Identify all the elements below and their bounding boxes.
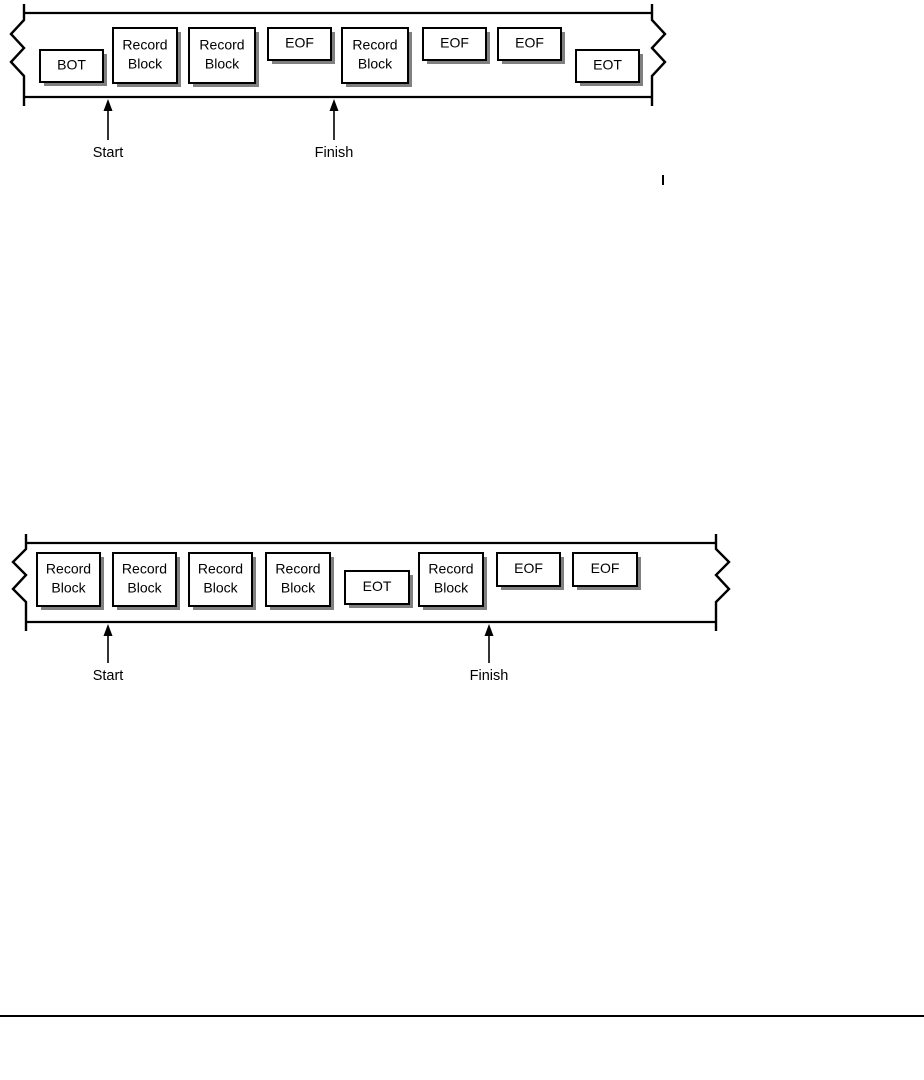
tape-block-label: Block [434, 580, 469, 596]
tape-position-pointer: Start [93, 624, 124, 684]
tape-block-label: Block [128, 56, 163, 72]
tape-block-label: EOT [593, 57, 622, 73]
tape-block-label: EOF [514, 560, 543, 576]
pointer-arrowhead-icon [329, 99, 339, 111]
tape-block-label: EOF [515, 35, 544, 51]
tape-block-label: BOT [57, 57, 86, 73]
tape-block: EOF [497, 27, 565, 64]
pointer-arrowhead-icon [103, 624, 113, 636]
tape-block-label: EOF [440, 35, 469, 51]
tape-block: EOF [422, 27, 490, 64]
tape-break-left-icon [9, 4, 26, 106]
tape-block-label: Record [352, 37, 397, 53]
tape-block-outline [575, 49, 640, 83]
pointer-label: Start [93, 145, 124, 161]
tape-position-pointer: Start [93, 99, 124, 161]
tape-block-outline [497, 27, 562, 61]
tape-block: BOT [39, 49, 107, 86]
tape-break-right-icon [714, 534, 731, 631]
tape-block-label: Record [199, 37, 244, 53]
tape-block-label: Block [127, 580, 162, 596]
tape-block-outline [188, 552, 253, 607]
tape-block-outline [267, 27, 332, 61]
tape-block-outline [572, 552, 638, 587]
pointer-arrowhead-icon [484, 624, 494, 636]
tape-block-outline [496, 552, 561, 587]
pointer-arrowhead-icon [103, 99, 113, 111]
tape-block: EOF [572, 552, 641, 590]
tape-block: EOF [496, 552, 564, 590]
tape-block-outline [36, 552, 101, 607]
tape-block-outline [265, 552, 331, 607]
tape-block-label: Block [358, 56, 393, 72]
pointer-label: Finish [315, 145, 354, 161]
tape-block-outline [112, 27, 178, 84]
tape-block: EOT [575, 49, 643, 86]
tape-block-label: EOF [285, 35, 314, 51]
tape-block-outline [418, 552, 484, 607]
tape-pointers-bottom: Start Finish [93, 624, 509, 684]
tape-block-outline [39, 49, 104, 83]
tape-block-label: Block [205, 56, 240, 72]
tape-break-left-icon [11, 534, 28, 631]
pointer-label: Start [93, 668, 124, 684]
tape-position-pointer: Finish [470, 624, 509, 684]
tape-block-label: Block [281, 580, 316, 596]
tape-block-label: Block [203, 580, 238, 596]
tape-block-outline [422, 27, 487, 61]
tape-block-label: Record [275, 561, 320, 577]
tape-break-right-icon [650, 4, 667, 106]
tape-block-outline [344, 570, 410, 605]
tape-block: EOT [344, 570, 413, 608]
tape-block-outline [112, 552, 177, 607]
tape-block-label: EOF [591, 560, 620, 576]
tape-block-label: Record [46, 561, 91, 577]
tape-block-label: EOT [363, 578, 392, 594]
tape-pointers-top: Start Finish [93, 99, 354, 161]
tape-block-label: Record [122, 561, 167, 577]
tape-block-label: Record [122, 37, 167, 53]
footer-divider [0, 1015, 924, 1017]
tape-block-outline [341, 27, 409, 84]
tape-block-label: Record [428, 561, 473, 577]
tape-block-label: Record [198, 561, 243, 577]
tape-block-label: Block [51, 580, 86, 596]
pointer-label: Finish [470, 668, 509, 684]
tape-body-bottom [11, 534, 731, 631]
tape-body-top [9, 4, 667, 106]
tape-block: EOF [267, 27, 335, 64]
tape-blocks-bottom: RecordBlockRecordBlockRecordBlockRecordB… [36, 552, 641, 610]
tape-position-pointer: Finish [315, 99, 354, 161]
tape-block-outline [188, 27, 256, 84]
